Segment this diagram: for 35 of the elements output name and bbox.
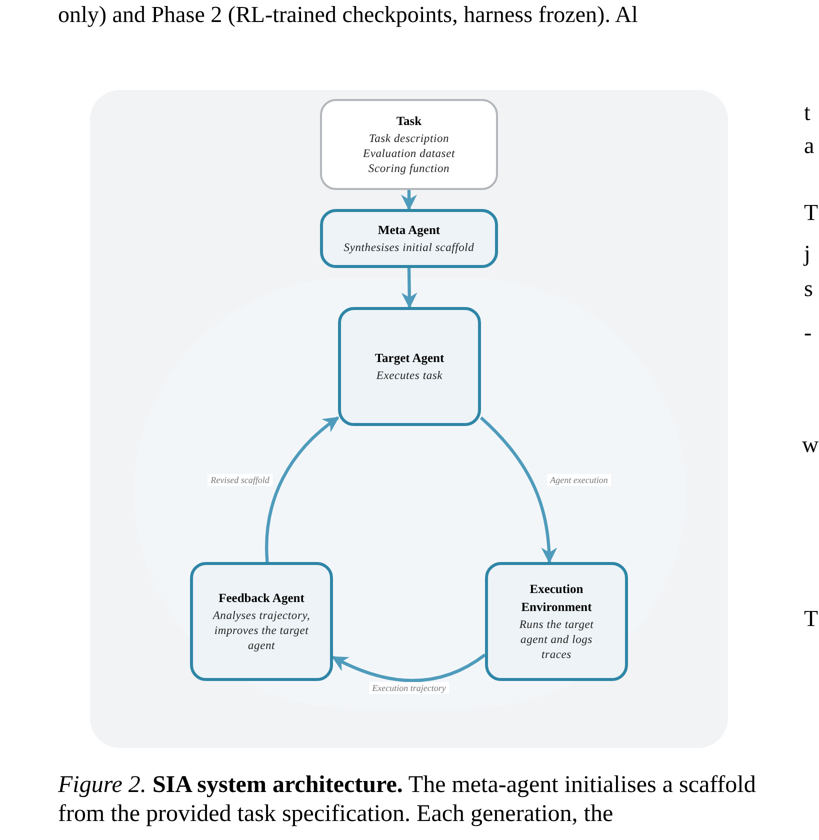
edge-label: Revised scaffold bbox=[208, 474, 272, 486]
box-description: Analyses trajectory, improves the target agent bbox=[211, 609, 312, 654]
body-text: j bbox=[804, 241, 810, 267]
body-text: s bbox=[804, 276, 813, 302]
body-text: only) and Phase 2 (RL-trained checkpoints, harness frozen). Al bbox=[58, 2, 638, 28]
box-description: Scoring function bbox=[368, 162, 450, 177]
body-text: - bbox=[804, 320, 812, 346]
box-title: Execution Environment bbox=[520, 581, 593, 616]
box-description: Runs the target agent and logs traces bbox=[518, 618, 595, 663]
arrow bbox=[480, 416, 557, 564]
box-description: Evaluation dataset bbox=[363, 147, 455, 162]
arrow bbox=[401, 190, 417, 211]
arrow bbox=[332, 654, 486, 682]
body-text: w bbox=[802, 432, 819, 458]
box-title: Feedback Agent bbox=[218, 590, 304, 607]
arrow bbox=[265, 416, 340, 562]
body-text: t bbox=[804, 100, 810, 126]
agent-box bbox=[338, 307, 481, 426]
box-title: Target Agent bbox=[374, 350, 444, 367]
box-description: Synthesises initial scaffold bbox=[344, 241, 474, 256]
box-description: Executes task bbox=[376, 369, 443, 384]
figure-caption: Figure 2. SIA system architecture. The meta-agent initialises a scaffold from the provided task specification. Each generation, the bbox=[58, 771, 757, 829]
edge-label: Execution trajectory bbox=[369, 682, 449, 694]
box-title: Meta Agent bbox=[378, 222, 440, 239]
body-text: a bbox=[804, 133, 814, 159]
agent-box bbox=[320, 209, 498, 268]
body-text: T bbox=[804, 200, 818, 226]
box-description: Task description bbox=[368, 132, 450, 147]
edge-label: Agent execution bbox=[547, 474, 611, 486]
arrow bbox=[401, 268, 418, 309]
agent-box bbox=[190, 562, 333, 681]
agent-box bbox=[485, 562, 628, 681]
body-text: T bbox=[804, 606, 818, 632]
box-title: Task bbox=[396, 113, 422, 130]
input-box bbox=[320, 99, 498, 190]
